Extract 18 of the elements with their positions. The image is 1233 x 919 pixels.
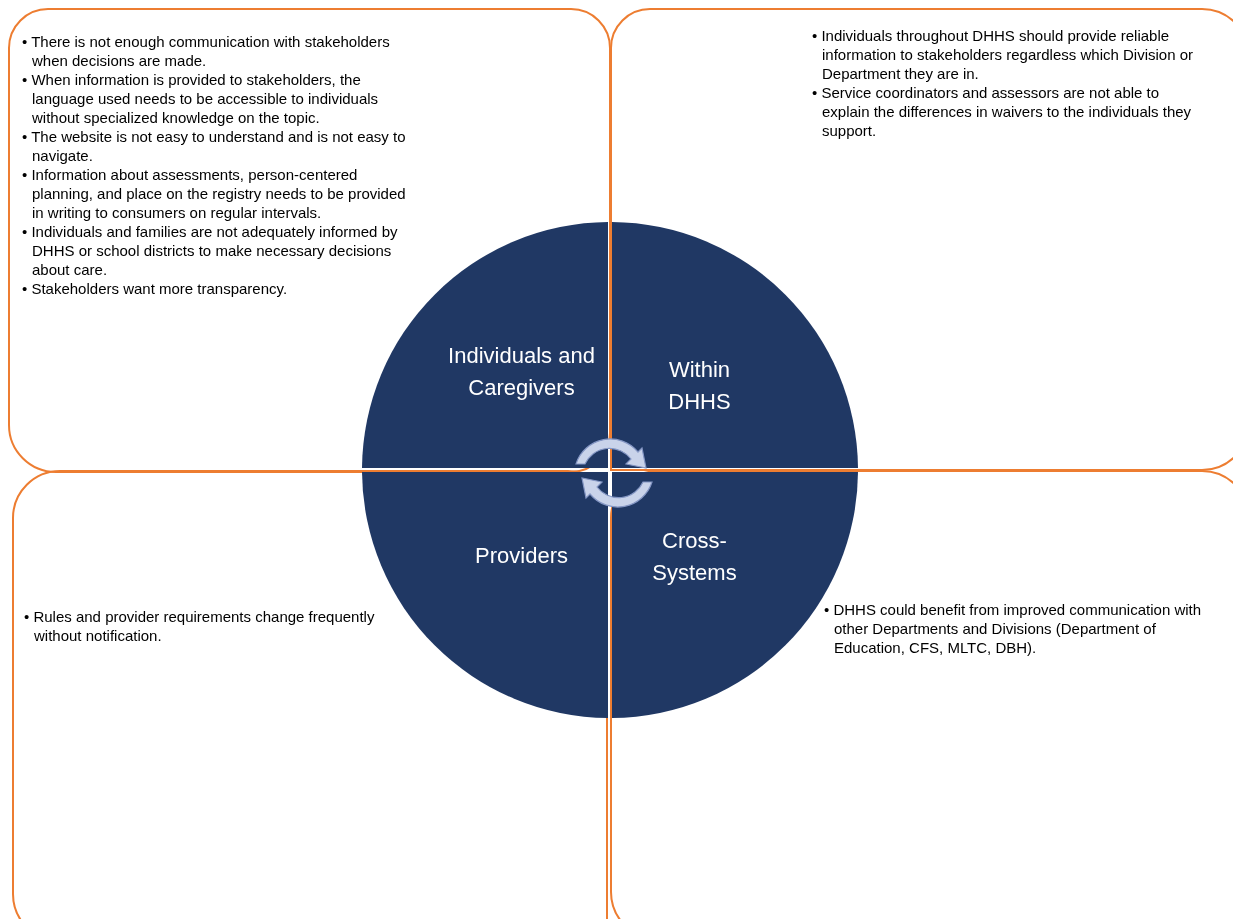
segment-label: Providers	[474, 541, 569, 570]
text-panel	[610, 470, 1233, 919]
bullet-text: • Stakeholders want more transparency.	[22, 279, 289, 298]
bullet-text: • Individuals and families are not adequately informed by DHHS or school districts to make necessary decisions about care.	[22, 222, 399, 279]
bullet-text: • The website is not easy to understand and is not easy to navigate.	[22, 127, 407, 165]
bullet-text: • Rules and provider requirements change frequently without notification.	[24, 607, 376, 645]
segment-label: Within DHHS	[667, 355, 732, 416]
text-panel	[8, 8, 611, 473]
bullet-text: • Service coordinators and assessors are not able to explain the differences in waivers to the individuals they support.	[812, 83, 1193, 140]
bullet-text: • Individuals throughout DHHS should provide reliable information to stakeholders regardless which Division or Department they are in.	[812, 26, 1194, 83]
text-panel	[610, 8, 1233, 471]
text-panel	[12, 470, 608, 919]
bullet-text: • DHHS could benefit from improved communication with other Departments and Divisions (Department of Education, CFS, MLTC, DBH).	[824, 600, 1203, 657]
segment-label: Cross-Systems	[651, 526, 738, 587]
bullet-text: • Information about assessments, person-centered planning, and place on the registry needs to be provided in writing to consumers on regular intervals.	[22, 165, 407, 222]
bullet-text: • There is not enough communication with stakeholders when decisions are made.	[22, 32, 391, 70]
bullet-text: • When information is provided to stakeholders, the language used needs to be accessible to individuals without specialized knowledge on the topic.	[22, 70, 380, 127]
segment-label: Individuals and Caregivers	[447, 341, 596, 402]
